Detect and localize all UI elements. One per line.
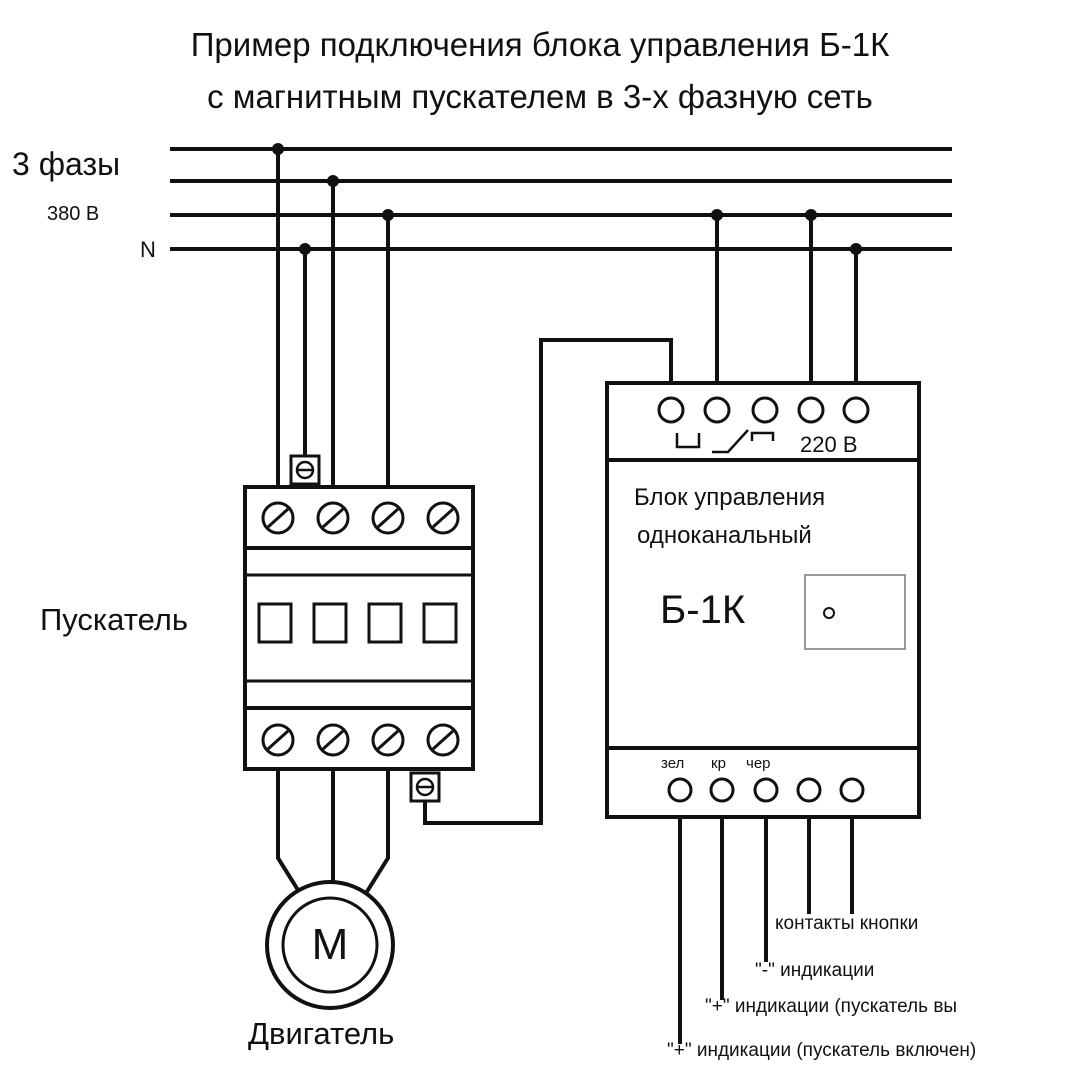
terminal-label-black: чер — [746, 755, 771, 772]
terminal-label-green: зел — [661, 755, 685, 772]
wire-motor-w — [365, 753, 390, 893]
wire-motor-u — [276, 753, 301, 893]
coil-terminal-bottom — [409, 771, 441, 803]
relay-contact-symbols — [675, 429, 775, 454]
callout-indication-plus-off: "+" индикации (пускатель вы — [705, 996, 958, 1017]
unit-name-line-2: одноканальный — [637, 522, 812, 549]
relay-voltage-label: 220 В — [800, 432, 858, 457]
callout-button-contacts: контакты кнопки — [775, 913, 919, 934]
relay-terminals — [657, 396, 870, 424]
starter-windows — [257, 602, 458, 644]
motor-symbol-letter: М — [311, 920, 349, 969]
diagram-title-line-2: с магнитным пускателем в 3-х фазную сеть — [207, 78, 873, 115]
callout-indication-plus-on: "+" индикации (пускатель включен) — [667, 1040, 977, 1061]
diagram-title-line-1: Пример подключения блока управления Б-1К — [190, 26, 890, 63]
unit-name-line-1: Блок управления — [634, 484, 826, 511]
voltage-label: 380 В — [47, 203, 100, 225]
neutral-label: N — [140, 237, 156, 262]
motor-symbol — [265, 880, 395, 1010]
control-terminals — [667, 777, 865, 803]
starter-contactor — [243, 454, 475, 803]
callout-indication-minus: "-" индикации — [755, 960, 875, 981]
junction-dots — [272, 143, 862, 255]
unit-model-label: Б-1К — [660, 588, 746, 632]
terminal-label-red: кр — [711, 755, 726, 772]
motor-label: Двигатель — [248, 1016, 395, 1051]
starter-label: Пускатель — [40, 602, 189, 637]
wire-coil-to-relay — [423, 338, 673, 825]
coil-terminal-top — [289, 454, 321, 486]
control-unit — [605, 381, 921, 819]
control-button-window — [804, 574, 906, 650]
phases-label: 3 фазы — [12, 146, 121, 182]
